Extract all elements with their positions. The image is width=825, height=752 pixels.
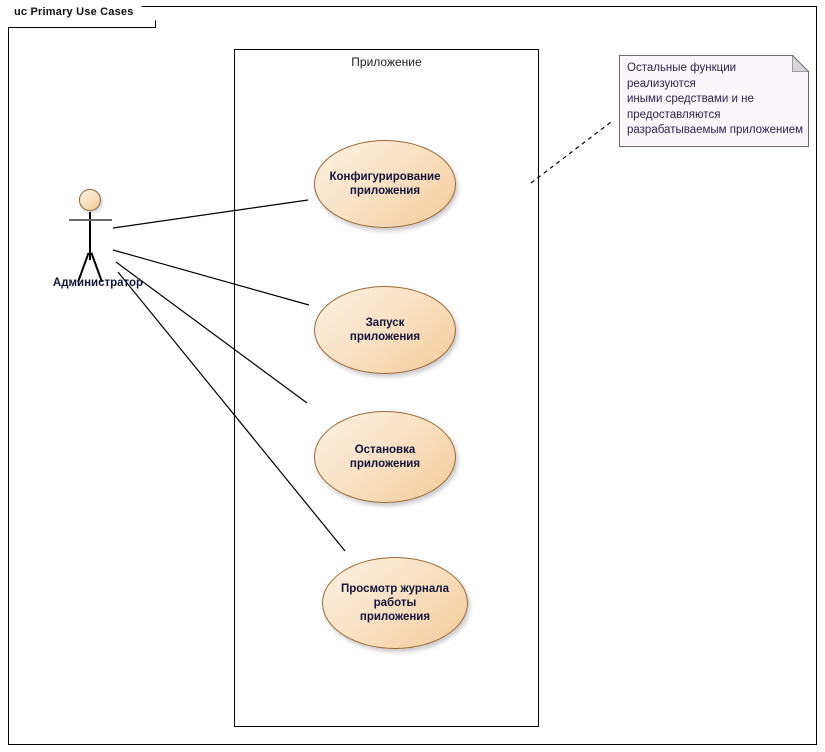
actor-label: Администратор xyxy=(52,277,144,289)
note-line: предоставляются xyxy=(627,108,721,121)
diagram-frame: Приложение Конфигурирование приложения З… xyxy=(8,6,817,745)
actor-body-icon xyxy=(89,212,91,260)
use-case-label: Просмотр журнала работы приложения xyxy=(341,583,449,623)
actor-head-icon xyxy=(79,189,101,211)
note-line: Остальные функции реализуются xyxy=(627,62,737,90)
use-case-label: Остановка приложения xyxy=(349,444,421,470)
actor-arms-icon xyxy=(69,219,112,221)
use-case-label: Конфигурирование приложения xyxy=(329,171,441,197)
note-text: Остальные функции реализуются иными сред… xyxy=(627,61,805,139)
note-fold-corner-icon xyxy=(792,55,809,72)
note-anchor-line xyxy=(530,121,612,184)
use-case-configure[interactable]: Конфигурирование приложения xyxy=(314,140,456,228)
note-line: разрабатываемым приложением xyxy=(627,124,804,136)
note-line: иными средствами и не xyxy=(627,93,754,105)
frame-title-label: uc Primary Use Cases xyxy=(14,6,134,18)
use-case-start[interactable]: Запуск приложения xyxy=(314,286,456,374)
use-case-view-log[interactable]: Просмотр журнала работы приложения xyxy=(322,557,468,649)
note-box[interactable] xyxy=(619,55,809,147)
actor-administrator[interactable]: Администратор xyxy=(53,189,143,299)
system-boundary-box[interactable] xyxy=(234,49,539,727)
system-boundary-label: Приложение xyxy=(351,55,422,69)
use-case-stop[interactable]: Остановка приложения xyxy=(314,411,456,503)
use-case-label: Запуск приложения xyxy=(349,317,421,343)
